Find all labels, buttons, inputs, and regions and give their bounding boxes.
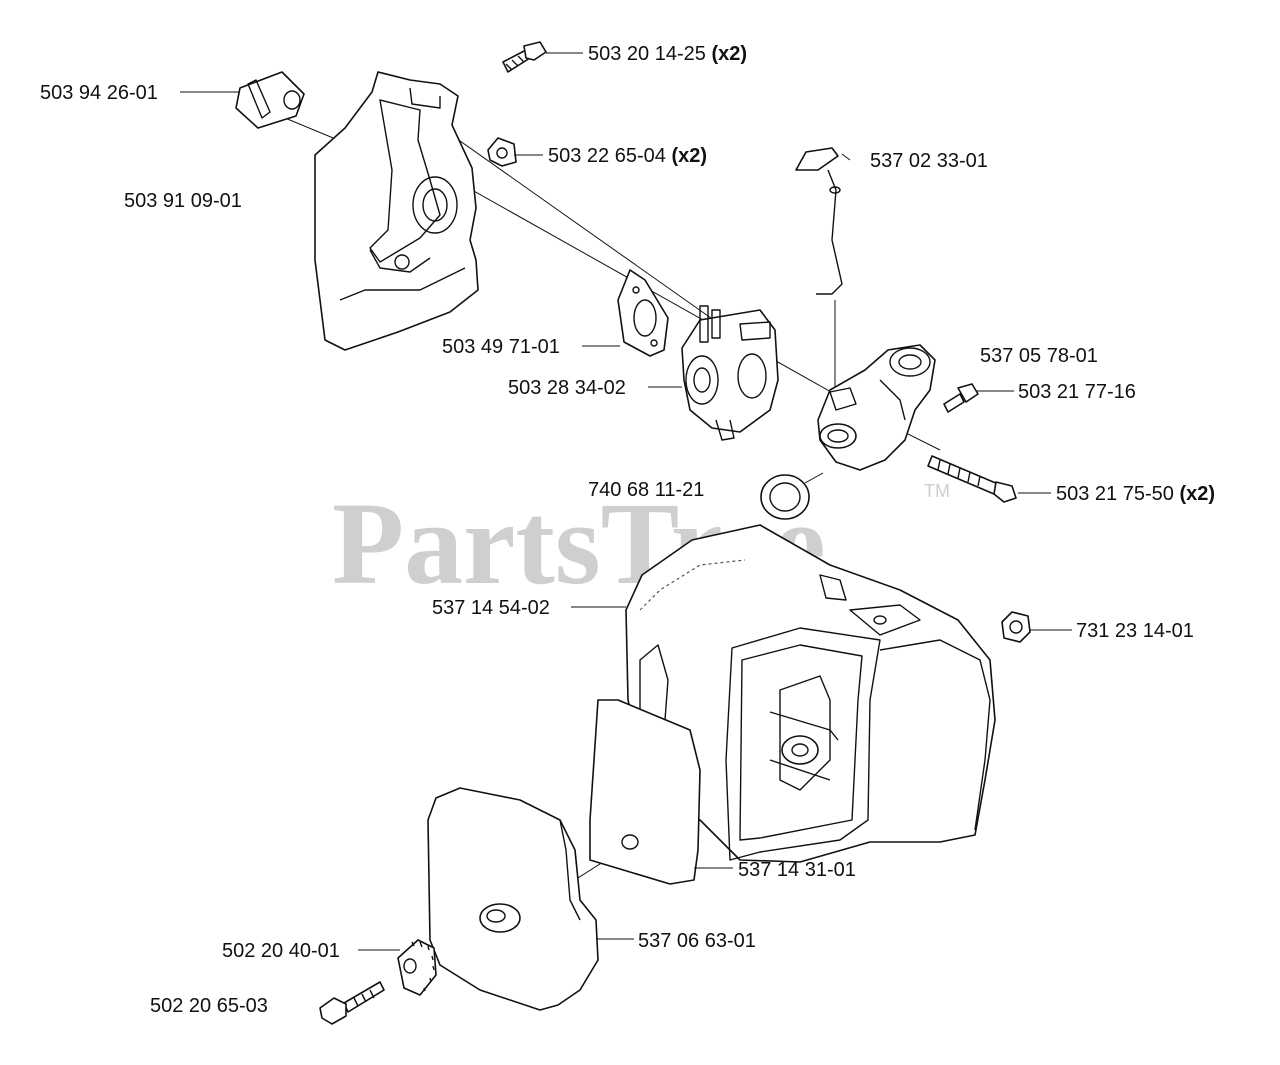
part-731-23-14-01[interactable] xyxy=(1001,611,1031,643)
callout-leaders xyxy=(180,52,1072,951)
part-503-21-77-16[interactable] xyxy=(943,383,979,413)
callout-537-05-78-01[interactable]: 537 05 78-01 xyxy=(980,345,1098,367)
callout-503-28-34-02[interactable]: 503 28 34-02 xyxy=(508,377,626,399)
part-503-94-26-01[interactable] xyxy=(235,71,305,129)
callout-labels: 503 94 26-01 503 20 14-25 (x2) 503 22 65… xyxy=(40,43,1215,1017)
part-502-20-65-03[interactable] xyxy=(319,981,385,1025)
part-503-91-09-01[interactable] xyxy=(314,71,479,351)
callout-503-49-71-01[interactable]: 503 49 71-01 xyxy=(442,336,560,358)
part-537-02-33-01[interactable] xyxy=(795,147,843,295)
callout-731-23-14-01[interactable]: 731 23 14-01 xyxy=(1076,620,1194,642)
part-503-20-14-25[interactable] xyxy=(502,41,547,73)
callout-537-06-63-01[interactable]: 537 06 63-01 xyxy=(638,930,756,952)
callout-503-21-75-50[interactable]: 503 21 75-50 (x2) xyxy=(1056,483,1215,505)
callout-537-14-54-02[interactable]: 537 14 54-02 xyxy=(432,597,550,619)
part-537-05-78-01[interactable] xyxy=(817,344,936,471)
watermark-trademark: TM xyxy=(924,481,950,501)
callout-502-20-40-01[interactable]: 502 20 40-01 xyxy=(222,940,340,962)
callout-503-21-77-16[interactable]: 503 21 77-16 xyxy=(1018,381,1136,403)
part-503-49-71-01[interactable] xyxy=(617,269,669,357)
callout-502-20-65-03[interactable]: 502 20 65-03 xyxy=(150,995,268,1017)
part-740-68-11-21[interactable] xyxy=(760,474,810,520)
part-503-22-65-04[interactable] xyxy=(487,137,517,167)
callout-503-20-14-25[interactable]: 503 20 14-25 (x2) xyxy=(588,43,747,65)
part-537-06-63-01[interactable] xyxy=(427,787,599,1011)
part-502-20-40-01[interactable] xyxy=(397,939,437,996)
part-503-28-34-02[interactable] xyxy=(681,305,779,441)
callout-503-91-09-01[interactable]: 503 91 09-01 xyxy=(124,190,242,212)
part-537-14-31-01[interactable] xyxy=(589,699,701,885)
part-503-21-75-50[interactable] xyxy=(927,455,1017,503)
callout-537-02-33-01[interactable]: 537 02 33-01 xyxy=(870,150,988,172)
callout-740-68-11-21[interactable]: 740 68 11-21 xyxy=(588,479,704,501)
callout-503-94-26-01[interactable]: 503 94 26-01 xyxy=(40,82,158,104)
callout-503-22-65-04[interactable]: 503 22 65-04 (x2) xyxy=(548,145,707,167)
callout-537-14-31-01[interactable]: 537 14 31-01 xyxy=(738,859,856,881)
part-537-14-54-02[interactable] xyxy=(625,524,996,863)
